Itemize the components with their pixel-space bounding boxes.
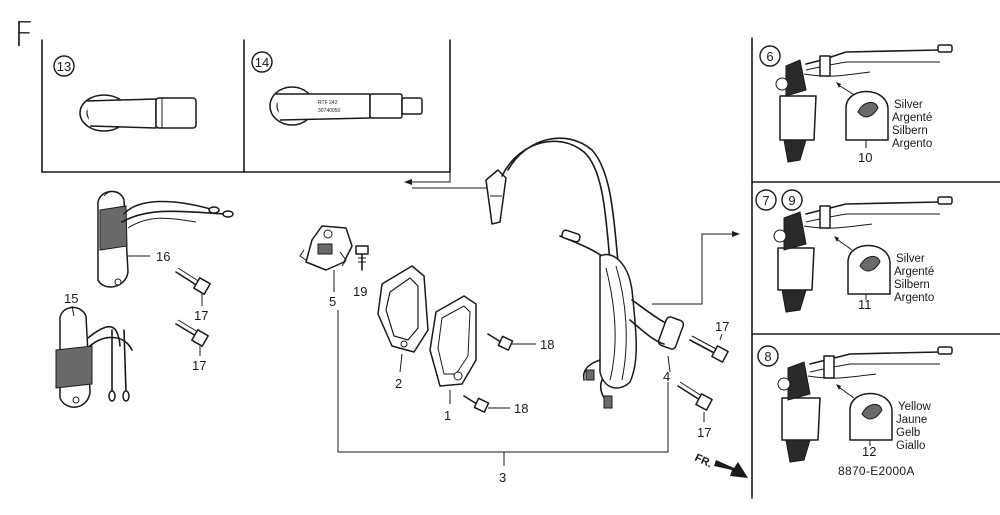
front-direction-arrow: FR. — [693, 452, 748, 478]
bolt-17-right-upper: 17 — [689, 319, 729, 363]
bolt-17-right-lower: 17 — [677, 381, 713, 440]
variant-frames — [751, 37, 1000, 499]
label-variants-1-color_lines-1: Argenté — [894, 266, 934, 278]
label-callouts-p17b: 17 — [192, 358, 206, 373]
label-callouts-p3: 3 — [499, 470, 506, 485]
label-variants-1-color_lines-0: Silver — [896, 253, 925, 265]
label-callouts-p18b: 18 — [514, 401, 528, 416]
diagram-code: 8870-E2000A — [838, 464, 915, 478]
variant-panel-8: 8 12 Yellow Jaune Gelb Giallo 8870-E2000… — [757, 345, 953, 478]
label-variants-2-color_lines-2: Gelb — [896, 427, 920, 439]
label-callouts-p17c: 17 — [715, 319, 729, 334]
screw-19: 19 — [353, 245, 369, 299]
inset-frames — [41, 39, 495, 189]
label-variants-0-ref: 6 — [766, 49, 773, 64]
screw-18-upper: 18 — [487, 333, 554, 352]
label-variants-1-part: 11 — [858, 297, 872, 312]
label-callouts-p1: 1 — [444, 408, 451, 423]
screw-18-lower: 18 — [463, 395, 528, 416]
label-callouts-p4: 4 — [663, 369, 670, 384]
variant-panel-6: 6 10 Silver Argenté Silbern Argento — [759, 44, 953, 165]
bolt-17-lower: 17 — [175, 319, 209, 373]
label-callouts-p17a: 17 — [194, 308, 208, 323]
label-variants-2-color_lines-3: Giallo — [896, 440, 925, 452]
label-callouts-p15: 15 — [64, 291, 78, 306]
label-variants-2-ref: 8 — [764, 349, 771, 364]
label-variants-1-ref2: 9 — [788, 193, 795, 208]
assembly-bracket-3: 3 — [337, 310, 669, 485]
label-insets-i14-cap_text_2: 30740050 — [318, 108, 340, 114]
label-variants-1-color_lines-3: Argento — [894, 292, 934, 304]
label-variants-0-color_lines-1: Argenté — [892, 112, 932, 124]
label-insets-i14-number: 14 — [255, 55, 269, 70]
ignition-coil-15: 15 — [55, 291, 133, 408]
label-variants-2-part: 12 — [862, 444, 876, 459]
label-direction_label: FR. — [693, 452, 714, 470]
variant-panel-7-9: 7 9 11 Silver Argenté Silbern Argento — [755, 189, 953, 313]
bolt-17-upper: 17 — [175, 267, 211, 323]
label-callouts-p19: 19 — [353, 284, 367, 299]
label-variants-2-color_lines-0: Yellow — [898, 401, 932, 413]
label-variants-0-color_lines-3: Argento — [892, 138, 932, 150]
ignition-coil-16: 16 — [97, 190, 234, 288]
label-callouts-p16: 16 — [156, 249, 170, 264]
label-callouts-p5: 5 — [329, 294, 336, 309]
gasket-2: 2 — [377, 265, 429, 391]
label-variants-2-color_lines-1: Jaune — [896, 414, 927, 426]
label-callouts-p2: 2 — [395, 376, 402, 391]
label-callouts-p17d: 17 — [697, 425, 711, 440]
inset-14-resistor-cap: 14 RTF 242 30740050 — [251, 51, 423, 126]
label-variants-1-ref: 7 — [762, 193, 769, 208]
stop-switch-5: 5 — [299, 225, 353, 309]
label-variants-1-color_lines-2: Silbern — [894, 279, 930, 291]
cover-1: 1 — [429, 295, 477, 423]
label-variants-0-color_lines-2: Silbern — [892, 125, 928, 137]
inset-13-plug-cap: 13 — [53, 55, 197, 132]
label-variants-0-color_lines-0: Silver — [894, 99, 923, 111]
label-insets-i14-cap_text_1: RTF 242 — [318, 100, 338, 106]
wire-harness-4: 4 — [485, 137, 740, 409]
label-insets-i13-number: 13 — [57, 59, 71, 74]
label-callouts-p18a: 18 — [540, 337, 554, 352]
label-variants-0-part: 10 — [858, 150, 872, 165]
section-letter: F — [14, 15, 34, 55]
